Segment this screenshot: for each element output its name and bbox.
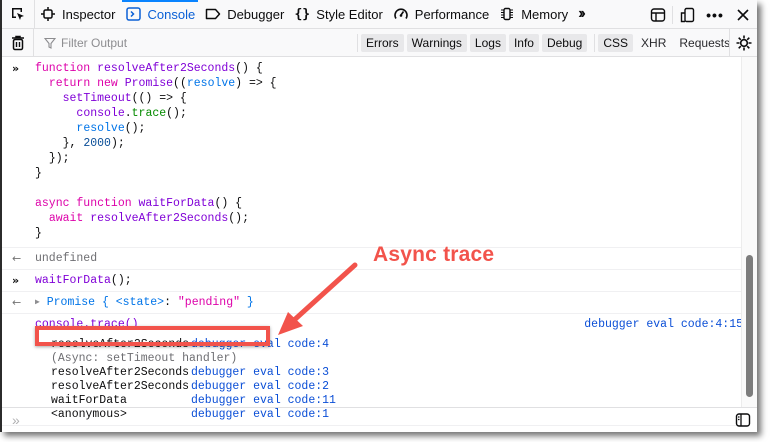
double-chevron-icon: ›› xyxy=(578,5,585,22)
result-arrow-icon: ← xyxy=(12,252,22,265)
annotation-label: Async trace xyxy=(373,243,495,266)
tab-style-editor[interactable]: {} Style Editor xyxy=(289,0,387,29)
gear-icon xyxy=(736,35,751,51)
more-icon: ••• xyxy=(706,6,724,23)
tab-console[interactable]: Console xyxy=(120,0,200,29)
debugger-icon xyxy=(205,6,221,22)
filter-warnings-button[interactable]: Warnings xyxy=(406,34,467,52)
console-input-bar: » xyxy=(2,407,757,432)
code-line: }); xyxy=(48,152,70,165)
filter-icon xyxy=(44,37,56,49)
code-line: await resolveAfter2Seconds(); xyxy=(48,212,249,225)
tab-debugger[interactable]: Debugger xyxy=(200,0,289,29)
dock-layout-icon xyxy=(650,7,666,22)
scrollbar-thumb[interactable] xyxy=(746,255,753,397)
result-arrow-icon: ← xyxy=(12,296,22,309)
tab-label: Inspector xyxy=(62,6,116,22)
tab-inspector[interactable]: Inspector xyxy=(35,0,120,29)
dock-layout-button[interactable] xyxy=(644,0,672,29)
more-tools-button[interactable]: ›› xyxy=(573,0,588,29)
filter-divider xyxy=(357,34,358,52)
filter-divider xyxy=(594,34,596,52)
promise-state-key: <state> xyxy=(115,296,165,309)
frame-location-link[interactable]: debugger eval code:2 xyxy=(191,380,330,393)
element-picker-icon xyxy=(12,8,24,20)
console-icon xyxy=(125,6,141,22)
element-picker-button[interactable] xyxy=(2,0,35,29)
console-output: » function resolveAfter2Seconds() { retu… xyxy=(2,57,743,426)
code-line: }, 2000); xyxy=(62,137,125,150)
close-devtools-button[interactable] xyxy=(729,0,757,29)
devtools-toolbar: Inspector Console Debugger {} Style Edit… xyxy=(2,0,757,29)
input-prompt-icon: » xyxy=(12,62,20,75)
frame-location-link[interactable]: debugger eval code:11 xyxy=(191,394,336,407)
filter-errors-button[interactable]: Errors xyxy=(361,34,404,52)
code-line: setTimeout(() => { xyxy=(62,92,187,105)
responsive-icon xyxy=(680,7,695,22)
filter-css-button[interactable]: CSS xyxy=(598,34,634,52)
sidebar-toggle-icon[interactable] xyxy=(735,412,751,428)
tab-memory[interactable]: Memory xyxy=(494,0,573,29)
code-line: } xyxy=(35,167,42,180)
console-input-message: » function resolveAfter2Seconds() { retu… xyxy=(2,57,743,248)
output-scrollbar[interactable] xyxy=(741,57,757,407)
filter-output-input[interactable] xyxy=(61,35,321,50)
input-prompt-icon: » xyxy=(12,274,20,287)
tab-label: Debugger xyxy=(227,6,285,22)
filter-info-button[interactable]: Info xyxy=(508,34,539,52)
input-prompt-icon: » xyxy=(12,412,20,428)
console-input[interactable] xyxy=(27,413,757,427)
filter-output-field[interactable] xyxy=(44,31,344,55)
result-value: undefined xyxy=(35,252,98,265)
trace-location-link[interactable]: debugger eval code:4:15 xyxy=(584,318,743,331)
memory-icon xyxy=(499,6,515,22)
code-line: console.trace(); xyxy=(76,107,187,120)
clear-console-button[interactable] xyxy=(2,28,34,57)
code-line: return new Promise((resolve) => { xyxy=(48,77,277,90)
expand-triangle-icon[interactable]: ▶ xyxy=(35,298,40,307)
filter-toggles: Errors Warnings Logs Info Debug CSS XHR … xyxy=(357,29,738,57)
filter-requests-button[interactable]: Requests xyxy=(679,36,731,50)
responsive-design-button[interactable] xyxy=(673,0,701,29)
code-line: function resolveAfter2Seconds() { xyxy=(35,62,263,75)
promise-state-value: "pending" xyxy=(177,296,241,309)
close-icon xyxy=(737,8,749,21)
tab-label: Console xyxy=(147,6,196,22)
console-filter-bar: Errors Warnings Logs Info Debug CSS XHR … xyxy=(2,28,757,57)
trash-icon xyxy=(11,35,24,50)
tab-label: Style Editor xyxy=(316,6,383,22)
console-result-message: ← undefined xyxy=(2,248,743,270)
performance-icon xyxy=(393,6,409,22)
tab-label: Memory xyxy=(521,6,569,22)
promise-label[interactable]: Promise xyxy=(46,296,96,309)
toolbar-divider xyxy=(672,5,673,24)
filter-xhr-button[interactable]: XHR xyxy=(641,36,667,50)
tab-performance[interactable]: Performance xyxy=(388,0,494,29)
devtools-window: Inspector Console Debugger {} Style Edit… xyxy=(0,0,757,432)
more-options-button[interactable]: ••• xyxy=(701,0,729,29)
code-line xyxy=(35,181,743,196)
filter-logs-button[interactable]: Logs xyxy=(469,34,506,52)
tab-label: Performance xyxy=(414,6,490,22)
async-frame-separator: (Async: setTimeout handler) xyxy=(51,352,238,365)
code-line: resolve(); xyxy=(76,122,146,135)
filter-debug-button[interactable]: Debug xyxy=(541,34,588,52)
annotation-highlight-box xyxy=(35,326,270,346)
annotation-arrow-icon xyxy=(278,262,358,335)
inspector-icon xyxy=(40,6,56,22)
frame-location-link[interactable]: debugger eval code:3 xyxy=(191,366,330,379)
console-settings-button[interactable] xyxy=(729,29,757,57)
code-line: } xyxy=(35,227,42,240)
input-code: waitForData xyxy=(35,274,111,287)
console-result-message: ← ▶ Promise { <state>: "pending" } xyxy=(2,292,743,314)
code-line: async function waitForData() { xyxy=(35,197,243,210)
console-input-message: » waitForData(); xyxy=(2,270,743,292)
style-editor-icon: {} xyxy=(294,6,311,22)
